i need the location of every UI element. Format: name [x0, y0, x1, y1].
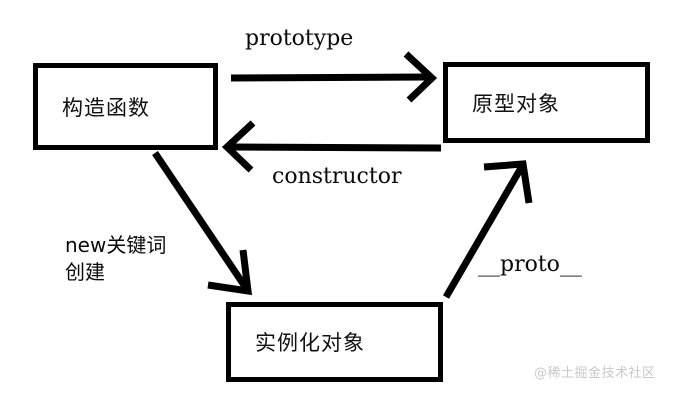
edge-label-proto: __proto__ [478, 252, 582, 277]
node-instance-object[interactable]: 实例化对象 [226, 302, 443, 382]
constructor-arrow [221, 120, 442, 173]
edge-label-new-keyword-line2: 创建 [65, 260, 105, 284]
watermark: @稀土掘金技术社区 [534, 366, 656, 381]
edge-label-new-keyword-line1: new关键词 [65, 233, 167, 257]
node-constructor-function[interactable]: 构造函数 [33, 63, 218, 150]
proto-arrow [442, 160, 533, 299]
edge-label-new-keyword: new关键词 创建 [65, 232, 166, 286]
new-keyword-arrow [152, 151, 253, 296]
node-instance-object-label: 实例化对象 [255, 331, 365, 355]
node-prototype-object[interactable]: 原型对象 [443, 62, 650, 143]
node-constructor-function-label: 构造函数 [62, 95, 150, 120]
node-prototype-object-label: 原型对象 [472, 91, 560, 116]
edge-label-constructor: constructor [272, 164, 402, 189]
prototype-arrow [230, 51, 438, 103]
edge-label-prototype: prototype [245, 26, 354, 51]
